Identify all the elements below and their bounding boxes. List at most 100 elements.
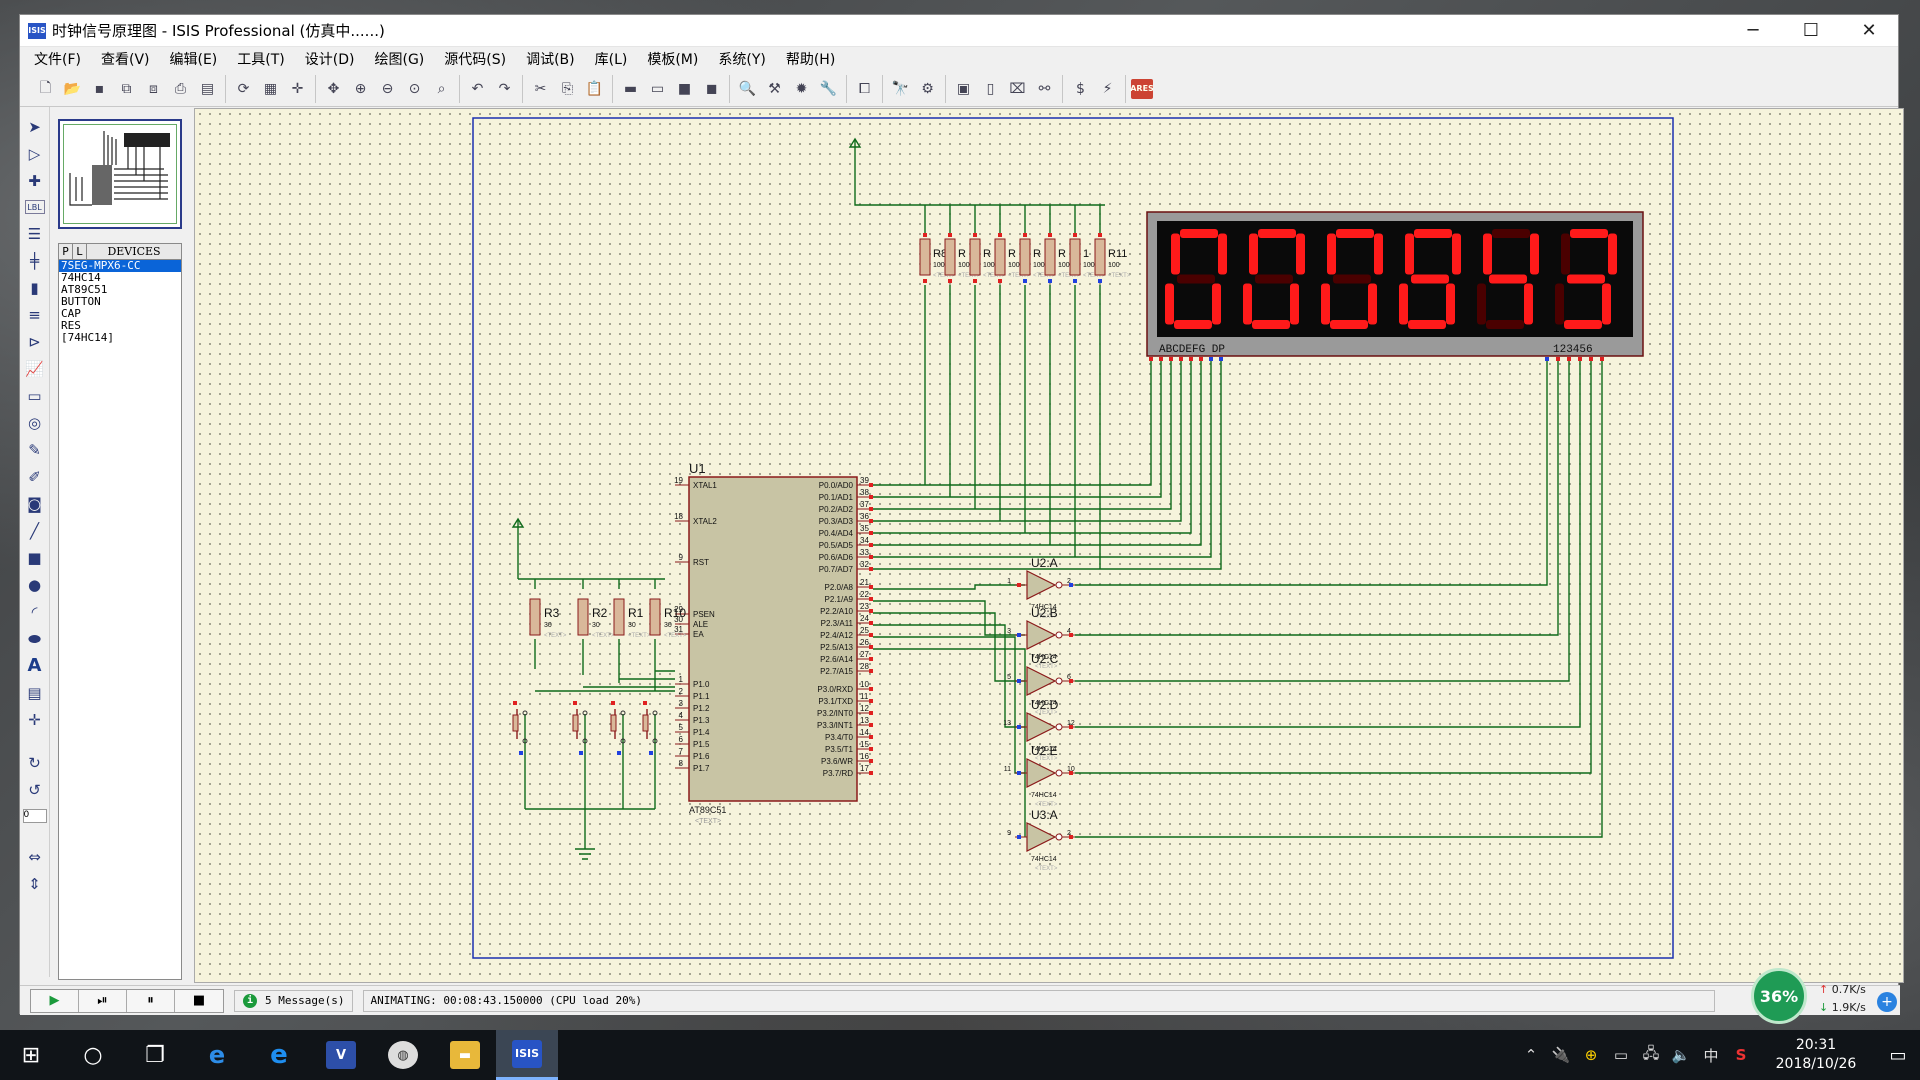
cut-icon[interactable]: ✂ <box>534 80 547 97</box>
file-explorer-icon[interactable]: ▬ <box>434 1030 496 1080</box>
device-item[interactable]: AT89C51 <box>61 283 108 296</box>
push-button[interactable] <box>610 701 626 755</box>
rotation-angle-field[interactable]: 0 <box>22 809 47 823</box>
generator-mode-icon[interactable]: ◎ <box>27 413 42 432</box>
selection-mode-icon[interactable]: ➤ <box>28 117 41 136</box>
remove-sheet-icon[interactable]: ▯ <box>986 80 995 97</box>
virtual-instrument-icon[interactable]: ◙ <box>27 494 42 513</box>
paste-icon[interactable]: 📋 <box>585 80 604 97</box>
message-indicator[interactable]: i 5 Message(s) <box>234 989 354 1012</box>
undo-icon[interactable]: ↶ <box>471 80 484 97</box>
refresh-icon[interactable]: ⟳ <box>237 80 250 97</box>
sogou-ime-icon[interactable]: S <box>1735 1046 1747 1064</box>
device-pin-mode-icon[interactable]: ⊳ <box>28 332 41 351</box>
block-delete-icon[interactable]: ◼ <box>705 80 718 97</box>
device-item[interactable]: 7SEG-MPX6-CC <box>59 260 181 272</box>
box-draw-icon[interactable]: ■ <box>27 548 42 567</box>
text-draw-button[interactable]: A <box>27 655 42 676</box>
network-speed-widget[interactable]: 36% ↑ 0.7K/s ↓ 1.9K/s + <box>1751 968 1899 1028</box>
menu-debug[interactable]: 调试(B) <box>526 52 575 68</box>
grid-icon[interactable]: ▦ <box>263 80 278 97</box>
chevron-up-icon[interactable]: ⌃ <box>1524 1046 1538 1064</box>
search-tag-icon[interactable]: 🔭 <box>891 80 910 97</box>
path-draw-icon[interactable]: ⬬ <box>28 629 41 648</box>
step-icon[interactable]: ⏯ <box>79 989 127 1012</box>
volume-icon[interactable]: 🔈 <box>1671 1046 1691 1064</box>
device-item[interactable]: 74HC14 <box>61 271 101 284</box>
electrical-check-icon[interactable]: ⚡ <box>1102 80 1113 97</box>
pick-devices-button[interactable]: P <box>59 244 73 259</box>
symbol-draw-icon[interactable]: ▤ <box>27 683 42 702</box>
search-circle-icon[interactable]: ○ <box>83 1042 103 1068</box>
rotate-cw-icon[interactable]: ↻ <box>28 753 41 772</box>
print-area-icon[interactable]: ▤ <box>200 80 215 97</box>
library-manager-button[interactable]: L <box>73 244 87 259</box>
stop-icon[interactable]: ■ <box>175 989 223 1012</box>
bill-of-materials-icon[interactable]: $ <box>1076 80 1085 97</box>
rotate-ccw-icon[interactable]: ↺ <box>28 780 41 799</box>
menu-view[interactable]: 查看(V) <box>100 52 150 68</box>
property-assign-icon[interactable]: ⚙ <box>921 80 934 97</box>
origin-icon[interactable]: ✛ <box>291 80 304 97</box>
menu-design[interactable]: 设计(D) <box>304 52 355 68</box>
maximize-button[interactable]: ☐ <box>1802 20 1820 41</box>
battery-icon[interactable]: ▭ <box>1613 1046 1629 1064</box>
push-button[interactable] <box>512 701 528 755</box>
subcircuit-mode-icon[interactable]: ▮ <box>30 278 39 297</box>
plus-icon[interactable]: + <box>1877 992 1897 1012</box>
menu-system[interactable]: 系统(Y) <box>718 52 766 68</box>
decompose-icon[interactable]: 🔧 <box>819 80 838 97</box>
view-bom-icon[interactable]: ⚯ <box>1038 80 1051 97</box>
menu-help[interactable]: 帮助(H) <box>785 52 836 68</box>
overview-window[interactable] <box>58 119 182 229</box>
block-move-icon[interactable]: ▭ <box>650 80 665 97</box>
current-probe-icon[interactable]: ✐ <box>28 467 41 486</box>
make-device-icon[interactable]: ⚒ <box>768 80 781 97</box>
zoom-area-icon[interactable]: ⌕ <box>437 80 446 97</box>
pullup-resistors[interactable]: R8100<TEXT>R100<TEXT>R100<TEXT>R100<TEXT… <box>919 233 1131 283</box>
mcu-u1[interactable]: U1 AT89C51 <TEXT> 19XTAL118XTAL29RST29PS… <box>674 461 873 825</box>
pick-device-icon[interactable]: 🔍 <box>738 80 757 97</box>
ime-indicator[interactable]: 中 <box>1703 1046 1719 1065</box>
net-usage-circle[interactable]: 36% <box>1751 968 1807 1024</box>
device-item[interactable]: CAP <box>61 307 81 320</box>
arc-draw-icon[interactable]: ◜ <box>31 602 38 621</box>
circle-draw-icon[interactable]: ● <box>27 575 42 594</box>
component-mode-icon[interactable]: ▷ <box>28 144 41 163</box>
open-folder-icon[interactable]: 📂 <box>63 80 82 97</box>
menu-edit[interactable]: 编辑(E) <box>169 52 218 68</box>
redo-icon[interactable]: ↷ <box>498 80 511 97</box>
new-file-icon[interactable]: 🗋 <box>39 79 52 96</box>
export-icon[interactable]: ⧈ <box>149 80 158 97</box>
globe-app-icon[interactable]: ◍ <box>372 1030 434 1080</box>
menu-template[interactable]: 模板(M) <box>647 52 699 68</box>
ie-browser-icon[interactable]: e <box>186 1030 248 1080</box>
voltage-probe-icon[interactable]: ✎ <box>28 440 41 459</box>
menu-file[interactable]: 文件(F) <box>34 52 81 68</box>
graph-mode-icon[interactable]: 📈 <box>25 359 44 378</box>
block-copy-icon[interactable]: ▬ <box>623 80 638 97</box>
package-tool-icon[interactable]: ✹ <box>795 80 808 97</box>
new-sheet-icon[interactable]: ▣ <box>956 80 971 97</box>
key-circuit[interactable]: R330<TEXT>R230<TEXT>R130<TEXT>R1030<TEXT… <box>512 598 687 755</box>
ares-netlist-button[interactable]: ARES <box>1130 78 1154 99</box>
schematic-drawing[interactable]: U1 AT89C51 <TEXT> 19XTAL118XTAL29RST29PS… <box>195 109 1905 984</box>
exit-to-parent-icon[interactable]: ⌧ <box>1009 80 1026 97</box>
text-script-mode-icon[interactable]: ☰ <box>27 224 42 243</box>
